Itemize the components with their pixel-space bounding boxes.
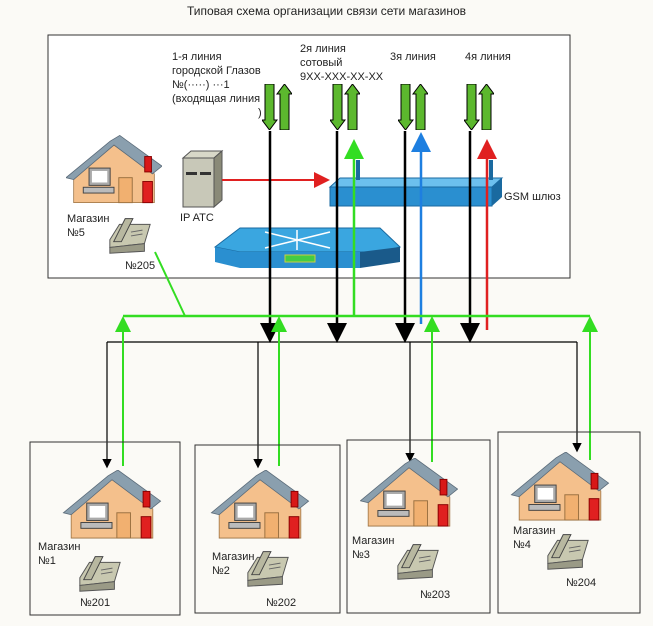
- shop2-name: Магазин: [212, 551, 255, 563]
- shop5-phone-number: №205: [125, 260, 156, 272]
- gsm-gateway-icon: [328, 160, 504, 207]
- shop1-number: №1: [38, 555, 56, 567]
- shop2-number: №2: [212, 565, 230, 577]
- shop5-label: Магазин №5: [67, 212, 109, 240]
- ip-pbx-label: IP ATC: [180, 212, 214, 224]
- shop1-name: Магазин: [38, 541, 81, 553]
- shop1-label: Магазин №1: [38, 540, 80, 568]
- shop4-phone-number: №204: [566, 577, 597, 589]
- shop4-box: [497, 431, 641, 614]
- line3-label: 3я линия: [390, 51, 436, 63]
- line4-label: 4я линия: [465, 51, 511, 63]
- shop3-phone-icon: [397, 544, 439, 580]
- line2-label: 2я линия сотовый 9XX-XXX-XX-XX: [300, 42, 383, 84]
- diagram-title: Типовая схема организации связи сети маг…: [186, 4, 467, 18]
- shop3-label: Магазин №3: [352, 534, 394, 562]
- line2-title: 2я линия: [300, 43, 346, 55]
- shop1-box: [29, 441, 181, 616]
- ip-pbx-server-icon: [181, 149, 224, 209]
- shop3-house-icon: [360, 458, 458, 527]
- line1-note-end: ): [258, 107, 262, 119]
- shop1-house-icon: [62, 470, 162, 539]
- shop2-box: [194, 444, 341, 614]
- shop3-box: [346, 439, 491, 614]
- shop5-number: №5: [67, 227, 85, 239]
- line2-desc: сотовый: [300, 57, 343, 69]
- line1-desc: городской Глазов: [172, 65, 261, 77]
- shop1-phone-icon: [79, 556, 121, 592]
- shop2-phone-number: №202: [266, 597, 297, 609]
- line2-number: 9XX-XXX-XX-XX: [300, 71, 384, 83]
- gsm-gateway-label: GSM шлюз: [504, 191, 561, 203]
- shop3-name: Магазин: [352, 535, 395, 547]
- line1-note: (входящая линия: [172, 93, 261, 105]
- shop3-phone-number: №203: [420, 589, 451, 601]
- line1-number: №(·····) ···1: [172, 79, 230, 91]
- shop4-name: Магазин: [513, 525, 556, 537]
- shop1-phone-number: №201: [80, 597, 111, 609]
- shop2-house-icon: [210, 470, 310, 539]
- line1-title: 1-я линия: [172, 51, 222, 63]
- shop4-house-icon: [510, 452, 610, 521]
- shop3-number: №3: [352, 549, 370, 561]
- line1-label: 1-я линия городской Глазов №(·····) ···1…: [172, 50, 262, 120]
- shop4-label: Магазин №4: [513, 524, 555, 552]
- shop5-name: Магазин: [67, 213, 110, 225]
- network-switch-icon: [213, 227, 402, 268]
- shop5-phone-link: [154, 251, 186, 317]
- shop2-label: Магазин №2: [212, 550, 254, 578]
- shop4-number: №4: [513, 539, 531, 551]
